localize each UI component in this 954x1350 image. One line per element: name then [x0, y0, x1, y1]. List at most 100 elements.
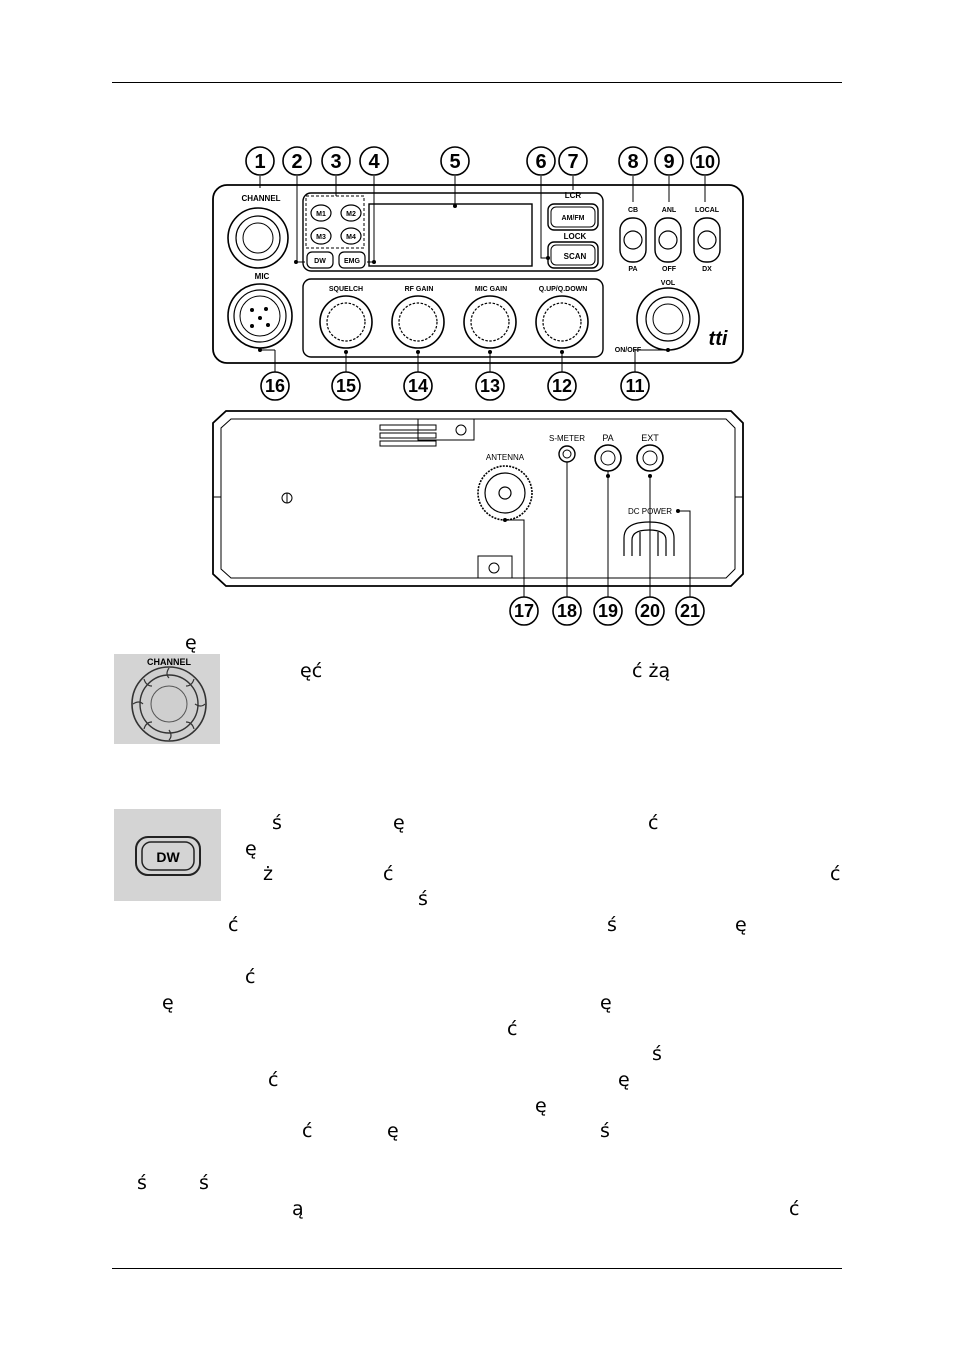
front-callouts-top: 1 2 3 4 5 6 7 8 9 10 [245, 146, 720, 176]
text-fragment: ś [199, 1172, 209, 1194]
mic-gain-label: MIC GAIN [475, 286, 507, 293]
text-fragment: ę [535, 1095, 547, 1117]
callout-20: 20 [640, 601, 660, 621]
m2-label: M2 [346, 211, 356, 218]
callout-12: 12 [552, 376, 572, 396]
thumb-channel-label: CHANNEL [147, 657, 192, 667]
text-fragment: ć [302, 1120, 313, 1142]
top-rule [112, 82, 842, 83]
callout-17: 17 [514, 601, 534, 621]
am-fm-label: AM/FM [562, 215, 585, 222]
callout-16: 16 [265, 376, 285, 396]
mic-socket [227, 283, 293, 349]
text-fragment: ą [292, 1198, 304, 1220]
callout-9: 9 [663, 151, 674, 173]
mic-label: MIC [255, 272, 270, 281]
text-fragment: ć [383, 863, 394, 885]
squelch-label: SQUELCH [329, 286, 363, 293]
channel-knob-thumbnail: CHANNEL [114, 654, 220, 744]
text-fragment: ś [272, 812, 282, 834]
pa-jack-label: PA [602, 433, 613, 443]
callout-10: 10 [695, 152, 715, 172]
memory-buttons [310, 204, 362, 245]
text-fragment: ęć [300, 660, 323, 682]
lcr-label: LCR [565, 191, 582, 200]
antenna-connector [477, 465, 533, 521]
text-fragment: ć [648, 812, 659, 834]
q-up-down-label: Q.UP/Q.DOWN [539, 286, 588, 293]
callout-4: 4 [368, 151, 380, 173]
text-fragment: ż [263, 863, 273, 885]
anl-label: ANL [662, 207, 677, 214]
dx-label: DX [702, 266, 712, 273]
text-fragment: ś [652, 1043, 662, 1065]
text-fragment: ś [137, 1172, 147, 1194]
text-fragment: ę [245, 838, 257, 860]
front-panel: CHANNEL MIC M1 M2 M3 M4 [212, 176, 744, 372]
ext-jack-label: EXT [641, 433, 659, 443]
lcd-display [368, 203, 533, 267]
text-fragment: ć żą [632, 660, 671, 682]
callout-6: 6 [535, 151, 546, 173]
bottom-rule [112, 1268, 842, 1269]
scan-label: SCAN [564, 252, 587, 261]
cb-label: CB [628, 207, 638, 214]
text-fragment: ę [393, 812, 405, 834]
text-fragment: ę [735, 914, 747, 936]
callout-14: 14 [408, 376, 428, 396]
text-fragment: ć [268, 1069, 279, 1091]
thumb-dw-label: DW [156, 849, 180, 865]
brand-logo: tti [709, 328, 728, 350]
text-fragment: ę [600, 992, 612, 1014]
on-off-label: ON/OFF [615, 347, 642, 354]
front-callouts-bottom: 16 15 14 13 12 11 [260, 371, 650, 401]
dw-label: DW [314, 258, 326, 265]
text-fragment: ę [162, 992, 174, 1014]
text-fragment: ę [185, 632, 197, 654]
callout-19: 19 [598, 601, 618, 621]
lock-label: LOCK [564, 232, 587, 241]
callout-7: 7 [567, 151, 578, 173]
text-fragment: ś [607, 914, 617, 936]
text-fragment: ś [418, 888, 428, 910]
callout-18: 18 [557, 601, 577, 621]
rf-gain-label: RF GAIN [405, 286, 434, 293]
text-fragment: ć [228, 914, 239, 936]
callout-21: 21 [680, 601, 700, 621]
radio-panel-diagram: CHANNEL MIC M1 M2 M3 M4 [212, 146, 744, 626]
m3-label: M3 [316, 234, 326, 241]
dw-button-thumbnail: DW [114, 809, 221, 901]
callout-3: 3 [330, 151, 341, 173]
volume-knob [636, 287, 700, 351]
m1-label: M1 [316, 211, 326, 218]
text-fragment: ć [830, 863, 841, 885]
emg-label: EMG [344, 258, 361, 265]
rear-callouts: 17 18 19 20 21 [509, 596, 705, 626]
toggle-switches [619, 217, 721, 263]
antenna-label: ANTENNA [486, 453, 525, 462]
callout-15: 15 [336, 376, 356, 396]
text-fragment: ć [507, 1018, 518, 1040]
rear-panel: ANTENNA S-METER PA EXT DC POWER [212, 410, 744, 598]
text-fragment: ć [245, 966, 256, 988]
text-fragment: ę [618, 1069, 630, 1091]
text-fragment: ę [387, 1120, 399, 1142]
lower-knobs [319, 295, 589, 349]
text-fragment: ś [600, 1120, 610, 1142]
callout-13: 13 [480, 376, 500, 396]
callout-1: 1 [254, 151, 265, 173]
dc-power-socket [623, 521, 675, 556]
text-fragment: ć [789, 1198, 800, 1220]
off-label: OFF [662, 266, 677, 273]
callout-8: 8 [627, 151, 638, 173]
pa-switch-label: PA [628, 266, 637, 273]
vol-label: VOL [661, 280, 676, 287]
callout-5: 5 [449, 151, 460, 173]
callout-2: 2 [291, 151, 302, 173]
s-meter-label: S-METER [549, 434, 585, 443]
callout-11: 11 [625, 376, 644, 396]
channel-knob [227, 207, 289, 269]
local-label: LOCAL [695, 207, 720, 214]
channel-label: CHANNEL [241, 194, 280, 203]
m4-label: M4 [346, 234, 356, 241]
